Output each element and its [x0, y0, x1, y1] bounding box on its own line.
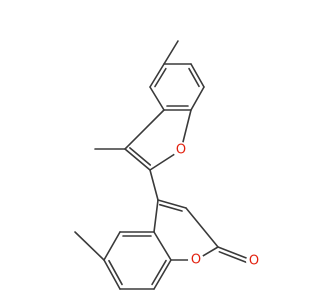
- bond-bz6-bz1: [149, 63, 165, 88]
- bond-cC3-cC2: [185, 207, 219, 248]
- double-bond-bz6-bz1: [154, 67, 167, 88]
- bond-cC4a-cC4: [153, 199, 159, 233]
- bond-bz2-bz3: [190, 63, 205, 88]
- bond-cC4a-cC8a: [153, 231, 172, 261]
- double-bond-fC2-fC3: [129, 147, 152, 166]
- carbonyl-oxygen-label: O: [249, 254, 259, 269]
- bond-fC2-fC3: [124, 148, 151, 171]
- carbonyl-oxygen-atom: O: [246, 253, 262, 269]
- double-bond-bz2-bz3: [188, 67, 200, 88]
- double-bond-cC4-cC3: [158, 203, 183, 212]
- furan-oxygen-label: O: [176, 143, 186, 158]
- ring-oxygen-atom: O: [188, 252, 204, 268]
- atoms-group: O O O: [173, 142, 262, 269]
- bond-bz1-me5: [163, 40, 179, 65]
- bond-fC2-cC4: [149, 169, 159, 201]
- bond-cC6-me6: [74, 231, 105, 261]
- bond-fC3-bz5: [124, 109, 165, 150]
- bond-cC7-cC6: [103, 259, 121, 290]
- bond-bz5-bz6: [149, 86, 165, 111]
- ring-oxygen-label: O: [191, 253, 201, 268]
- bond-cC4-cC3: [157, 199, 187, 209]
- double-bond-cC7-cC6: [108, 259, 123, 286]
- bond-cC8a-cC8: [153, 259, 172, 290]
- bond-bz3-bz4: [190, 86, 205, 111]
- furan-oxygen-atom: O: [173, 142, 189, 158]
- double-bond-cC2-coO: [218, 251, 251, 265]
- bonds-group: [74, 40, 255, 290]
- bond-cC6-cC5: [103, 231, 121, 261]
- double-bond-cC8a-cC8: [151, 259, 167, 286]
- molecule-structure: O O O: [74, 40, 262, 290]
